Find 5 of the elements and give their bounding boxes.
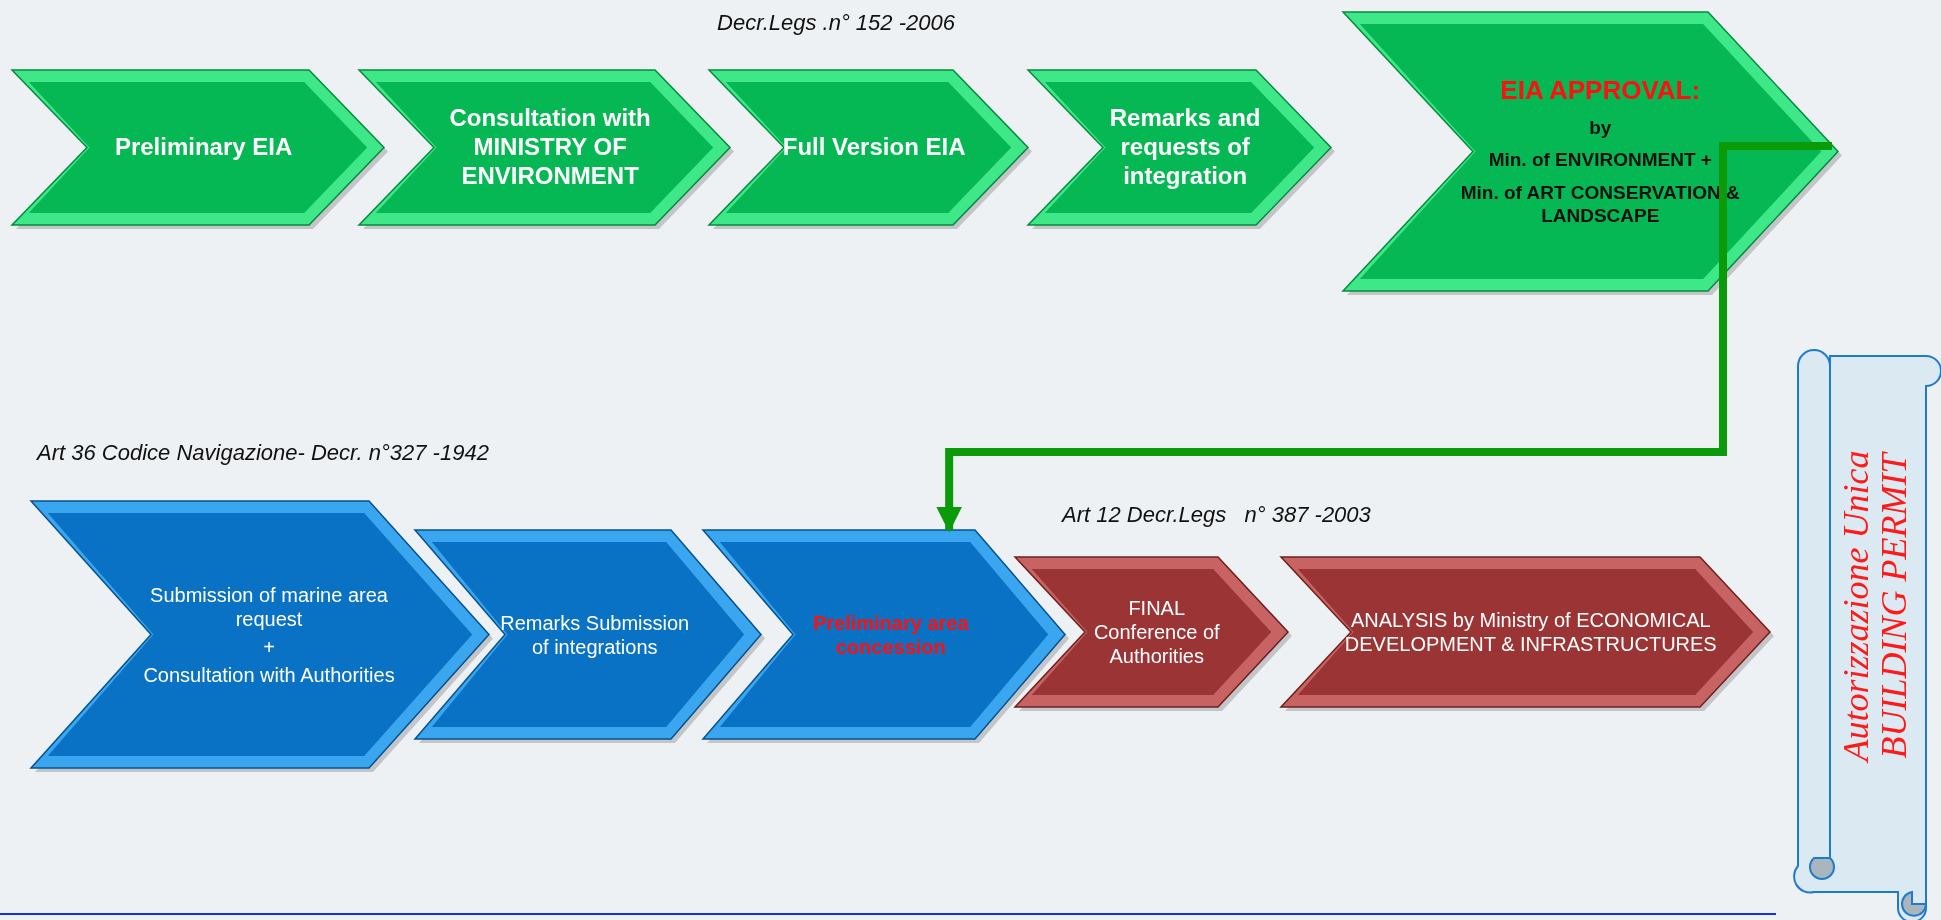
law-reference: Decr.Legs .n° 152 -2006	[716, 10, 956, 36]
law-reference: Art 12 Decr.Legs n° 387 -2003	[1062, 502, 1371, 528]
permit-title: Autorizzazione Unica	[1838, 450, 1876, 762]
permit-title: BUILDING PERMIT	[1876, 453, 1914, 759]
law-reference: Art 36 Codice Navigazione- Decr. n°327 -1942	[37, 440, 489, 466]
